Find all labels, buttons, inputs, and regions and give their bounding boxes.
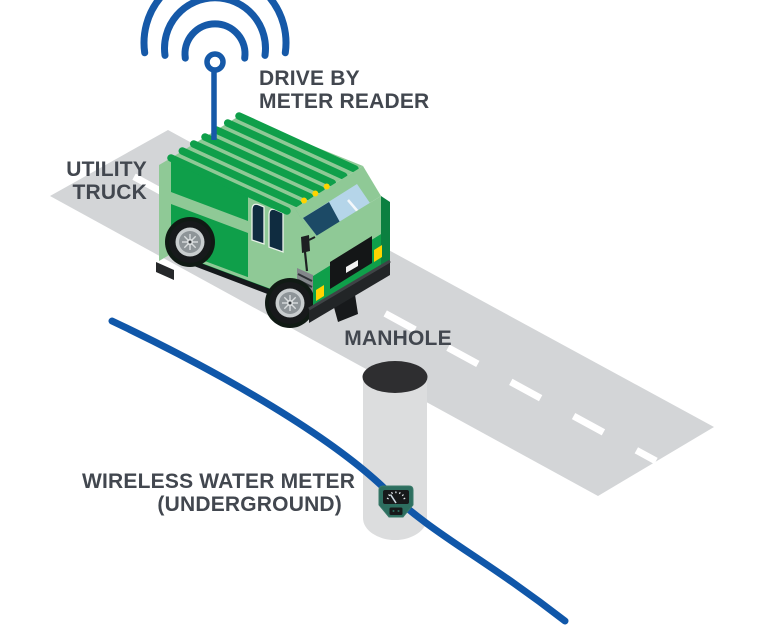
utility-truck-label: UTILITY TRUCK — [27, 158, 147, 204]
connector-dot — [392, 510, 395, 512]
grille-badge — [346, 260, 358, 273]
utility-truck-line1: UTILITY — [66, 158, 147, 181]
wireless-water-meter-line1: WIRELESS WATER METER — [82, 470, 356, 493]
meter-connector — [389, 507, 403, 515]
signal-arc-middle — [161, 0, 269, 59]
wireless-water-meter-line2: (UNDERGROUND) — [157, 493, 342, 516]
signal-arc-outer — [140, 0, 290, 57]
manhole-cover-icon — [362, 361, 428, 393]
clearance-light — [323, 183, 330, 190]
signal-arc-inner — [181, 20, 249, 62]
wireless-water-meter-label: WIRELESS WATER METER (UNDERGROUND) — [82, 470, 356, 516]
wifi-signal-icon — [140, 0, 290, 62]
clearance-light — [312, 190, 319, 197]
rear-wheel — [169, 221, 211, 263]
door-window — [251, 203, 265, 245]
meter-needle — [389, 494, 397, 504]
front-wheel — [269, 282, 311, 324]
door-window — [268, 208, 284, 253]
antenna-ring — [204, 51, 226, 73]
manhole-text: MANHOLE — [344, 327, 452, 350]
utility-truck-line2: TRUCK — [72, 181, 147, 204]
front-corner-sliver — [381, 196, 390, 266]
headlight — [374, 245, 382, 262]
clearance-light — [301, 197, 307, 204]
antenna-icon — [204, 51, 226, 140]
drive-by-line1: DRIVE BY — [259, 67, 360, 90]
drive-by-line2: METER READER — [259, 90, 430, 113]
roof-ribs — [167, 112, 359, 215]
meter-gauge-face — [383, 490, 409, 504]
side-mirror — [301, 235, 316, 272]
drive-by-meter-reader-label: DRIVE BY METER READER — [259, 67, 429, 113]
front-panel-upper — [313, 196, 381, 276]
grille — [330, 236, 372, 289]
headlight — [316, 285, 324, 301]
bumper-highlight — [308, 259, 391, 311]
rear-bumper — [156, 262, 174, 280]
meter-gauge-ticks — [386, 491, 406, 500]
utility-truck-icon — [156, 112, 391, 328]
water-meter-icon — [378, 485, 414, 518]
side-stripe — [171, 192, 248, 233]
manhole-label: MANHOLE — [328, 327, 468, 350]
front-bumper — [309, 261, 390, 323]
connector-dot — [397, 510, 400, 512]
